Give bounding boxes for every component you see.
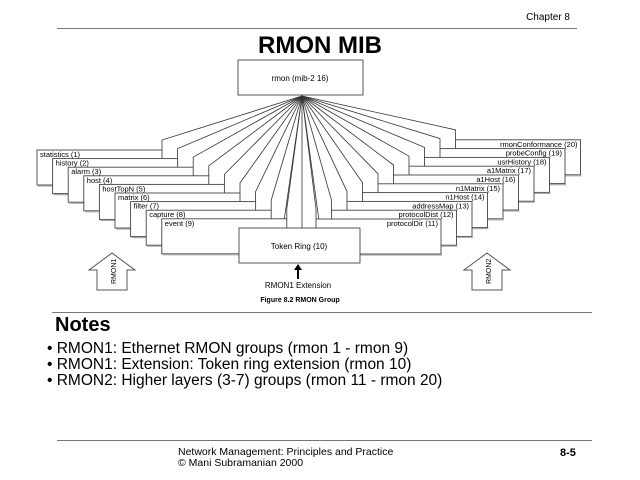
note-bullet: • RMON2: Higher layers (3-7) groups (rmo… (47, 372, 443, 389)
mib-group-label: a1Matrix (17) (487, 166, 532, 175)
rmon2-arrow-label: RMON2 (486, 259, 493, 284)
mib-group-label: n1Host (14) (445, 193, 485, 202)
page-number: 8-5 (560, 447, 576, 459)
mib-group-label: n1Matrix (15) (456, 184, 501, 193)
connector-line (301, 95, 379, 184)
connector-line (301, 95, 317, 219)
up-arrow-icon (294, 264, 302, 279)
notes-divider (52, 312, 592, 313)
mib-group-label: capture (8) (149, 210, 186, 219)
figure-caption: Figure 8.2 RMON Group (260, 297, 339, 304)
rmon-group-diagram: statistics (1)history (2)alarm (3)host (… (36, 59, 582, 304)
connector-line (301, 95, 441, 149)
mib-group-label: addressMap (13) (412, 201, 469, 210)
connector-line (301, 95, 321, 229)
connector-line (301, 95, 425, 158)
note-bullet: • RMON1: Extension: Token ring extension… (47, 356, 412, 373)
rmon2-arrow-icon: RMON2 (462, 252, 512, 291)
connector-line (161, 95, 303, 150)
mib-group-label: filter (7) (134, 202, 160, 211)
mib-group-label: statistics (1) (40, 150, 81, 159)
connector-line (301, 95, 394, 175)
connector-line (208, 95, 303, 176)
note-text: RMON2: Higher layers (3-7) groups (rmon … (56, 372, 443, 389)
mib-group-label: event (9) (165, 219, 195, 228)
connector-line (192, 95, 303, 168)
connector-line (255, 95, 303, 202)
mib-group-label: history (2) (56, 159, 90, 168)
note-text: RMON1: Ethernet RMON groups (rmon 1 - rm… (56, 340, 409, 357)
mib-group-label: usrHistory (18) (497, 157, 547, 166)
rmon1-arrow-label: RMON1 (111, 259, 118, 284)
root-label: rmon (mib-2 16) (272, 74, 329, 83)
chapter-label: Chapter 8 (526, 12, 570, 23)
footer-copyright: © Mani Subramanian 2000 (178, 457, 304, 469)
connector-line (301, 95, 410, 167)
connector-line (301, 95, 363, 193)
connector-line (177, 95, 303, 159)
root-box (237, 59, 364, 96)
connector-line (239, 95, 303, 193)
notes-title: Notes (55, 314, 111, 336)
slide-title: RMON MIB (258, 32, 382, 59)
note-bullet: • RMON1: Ethernet RMON groups (rmon 1 - … (47, 340, 409, 357)
header-divider (57, 28, 577, 29)
rmon1-arrow-icon: RMON1 (87, 252, 137, 291)
token-ring-label: Token Ring (10) (271, 242, 328, 251)
mib-group-label: a1Host (16) (476, 175, 516, 184)
mib-group-label: matrix (6) (118, 193, 150, 202)
connector-line (223, 95, 303, 185)
mib-group-label: rmonConformance (20) (500, 140, 578, 149)
footer-divider (57, 440, 592, 441)
token-ring-box: Token Ring (10) (238, 227, 361, 264)
mib-group-label: protocolDir (11) (387, 219, 439, 228)
connector-line (301, 95, 456, 140)
mib-group-label: host (4) (87, 176, 113, 185)
connector-line (301, 95, 348, 202)
mib-group-label: hostTopN (5) (102, 184, 145, 193)
connector-line (270, 95, 303, 211)
extension-label: RMON1 Extension (265, 281, 331, 290)
mib-group-label: alarm (3) (71, 167, 102, 176)
footer-book-title: Network Management: Principles and Pract… (178, 446, 394, 458)
note-text: RMON1: Extension: Token ring extension (… (56, 356, 412, 373)
connector-line (282, 95, 303, 229)
connector-line (301, 95, 332, 211)
mib-group-label: protocolDist (12) (398, 210, 454, 219)
mib-group-label: probeConfig (19) (506, 149, 563, 158)
